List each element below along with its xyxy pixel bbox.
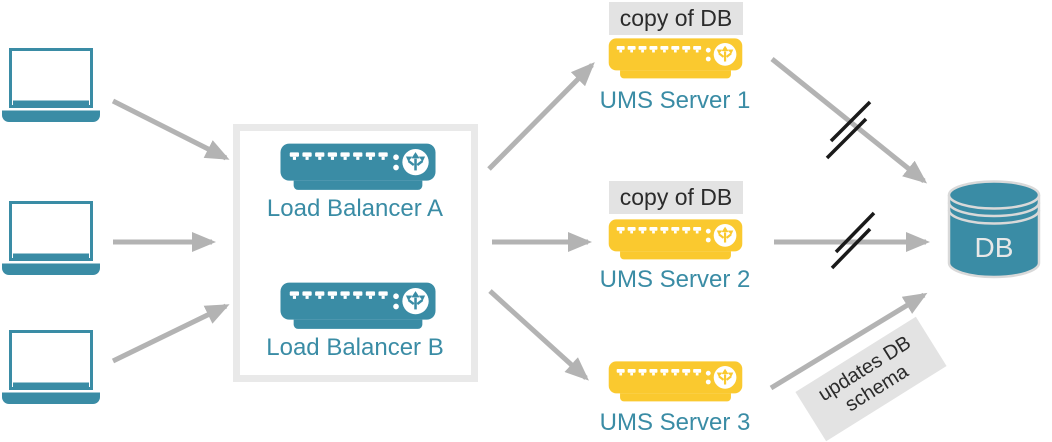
arrow-loadbalancers-to-ums3 — [488, 289, 589, 381]
ums-server-1 — [608, 38, 743, 80]
ums-server-3-label: UMS Server 3 — [599, 409, 751, 436]
load-balancer-a — [280, 143, 436, 192]
break-slash-icon — [834, 211, 876, 254]
ums1-copy-of-db-badge: copy of DB — [609, 2, 743, 35]
break-slash-icon — [830, 227, 872, 270]
laptop-icon — [1, 201, 101, 277]
rack-server-icon — [280, 143, 436, 192]
arrow-loadbalancers-to-ums1 — [487, 62, 595, 171]
arrow-client3-to-loadbalancers — [111, 303, 230, 364]
laptop-icon — [1, 330, 101, 406]
load-balancer-a-label: Load Balancer A — [266, 195, 444, 222]
rack-server-icon — [608, 219, 743, 261]
arrow-ums3-to-db — [769, 292, 928, 391]
load-balancer-b-label: Load Balancer B — [266, 334, 444, 361]
database-cylinder-icon: DB — [947, 180, 1041, 279]
ums2-copy-of-db-badge: copy of DB — [609, 181, 743, 214]
arrow-ums1-to-db — [770, 57, 928, 184]
ums-server-1-label: UMS Server 1 — [599, 87, 751, 114]
ums-server-3 — [608, 361, 743, 403]
load-balancer-b — [280, 282, 436, 331]
laptop-icon — [1, 48, 101, 124]
ums-server-2-label: UMS Server 2 — [599, 266, 751, 293]
client-laptop-3 — [1, 330, 101, 406]
rack-server-icon — [280, 282, 436, 331]
load-balancer-group-box — [233, 124, 478, 382]
rack-server-icon — [608, 38, 743, 80]
ums-server-2 — [608, 219, 743, 261]
break-slash-icon — [825, 117, 868, 160]
client-laptop-1 — [1, 48, 101, 124]
break-slash-icon — [829, 100, 872, 143]
arrow-client1-to-loadbalancers — [111, 98, 230, 161]
client-laptop-2 — [1, 201, 101, 277]
rack-server-icon — [608, 361, 743, 403]
database-label: DB — [975, 232, 1014, 263]
